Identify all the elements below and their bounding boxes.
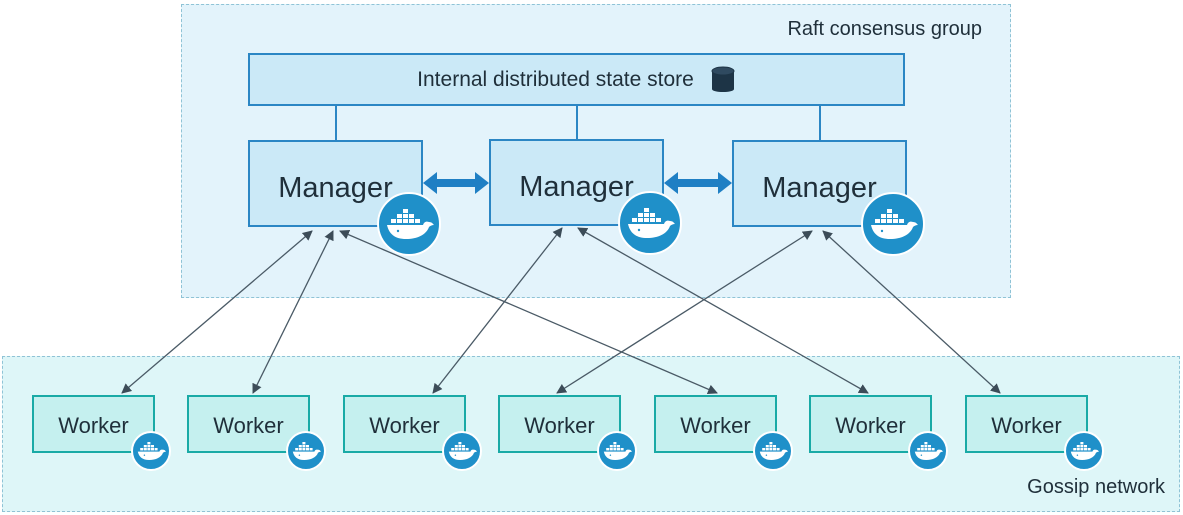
worker-label: Worker: [680, 413, 751, 438]
worker-node-5: Worker: [654, 395, 793, 471]
manager-worker-links: [121, 227, 1001, 395]
manager-node-1: Manager: [248, 140, 441, 256]
worker-label: Worker: [58, 413, 129, 438]
worker-node-1: Worker: [32, 395, 171, 471]
worker-label: Worker: [213, 413, 284, 438]
link-m3-w7: [822, 230, 1001, 394]
worker-label: Worker: [835, 413, 906, 438]
link-m1-w1: [121, 230, 313, 394]
link-m1-w5: [339, 229, 718, 395]
database-icon: [711, 66, 735, 92]
worker-label: Worker: [524, 413, 595, 438]
worker-label: Worker: [369, 413, 440, 438]
docker-whale-icon: [286, 431, 326, 471]
link-m2-w3: [432, 227, 563, 394]
docker-whale-icon: [131, 431, 171, 471]
manager-label: Manager: [762, 172, 877, 204]
docker-whale-icon: [908, 431, 948, 471]
link-m1-w2: [252, 230, 334, 394]
manager-node-2: Manager: [489, 139, 682, 255]
state-store-label: Internal distributed state store: [417, 67, 694, 91]
docker-whale-icon: [597, 431, 637, 471]
docker-whale-icon: [618, 191, 682, 255]
worker-node-2: Worker: [187, 395, 326, 471]
internal-state-store: Internal distributed state store: [248, 53, 905, 106]
worker-node-7: Worker: [965, 395, 1104, 471]
worker-node-6: Worker: [809, 395, 948, 471]
docker-whale-icon: [1064, 431, 1104, 471]
manager-node-3: Manager: [732, 140, 925, 256]
raft-group-label: Raft consensus group: [787, 18, 982, 40]
manager-label: Manager: [278, 172, 393, 204]
worker-node-4: Worker: [498, 395, 637, 471]
link-m3-w4: [556, 230, 813, 394]
manager-link-2-3: [664, 172, 732, 194]
docker-whale-icon: [753, 431, 793, 471]
gossip-network-label: Gossip network: [1027, 476, 1165, 498]
docker-whale-icon: [442, 431, 482, 471]
worker-label: Worker: [991, 413, 1062, 438]
docker-whale-icon: [377, 192, 441, 256]
docker-whale-icon: [861, 192, 925, 256]
manager-link-1-2: [423, 172, 489, 194]
worker-node-3: Worker: [343, 395, 482, 471]
manager-label: Manager: [519, 171, 634, 203]
